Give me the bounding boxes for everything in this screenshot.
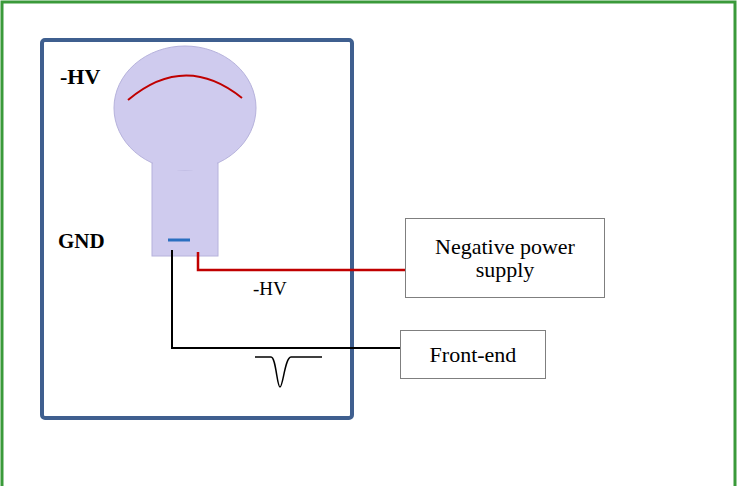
hv-wire xyxy=(198,252,405,270)
housing xyxy=(42,40,352,418)
component-box: Front-end xyxy=(400,330,546,379)
signal-wire xyxy=(172,250,400,348)
box-label: Front-end xyxy=(430,343,517,366)
photocathode xyxy=(128,75,242,100)
signal-label: -HV xyxy=(253,278,287,300)
pmt-neck xyxy=(153,140,217,170)
box-label: Negative power supply xyxy=(406,235,604,281)
signal-label: GND xyxy=(58,229,105,254)
component-box: Negative power supply xyxy=(405,218,605,298)
signal-label: -HV xyxy=(60,64,100,90)
anode xyxy=(168,239,190,242)
pmt-bulb xyxy=(114,46,256,170)
pulse-symbol xyxy=(255,357,322,387)
pmt-base xyxy=(152,140,218,256)
